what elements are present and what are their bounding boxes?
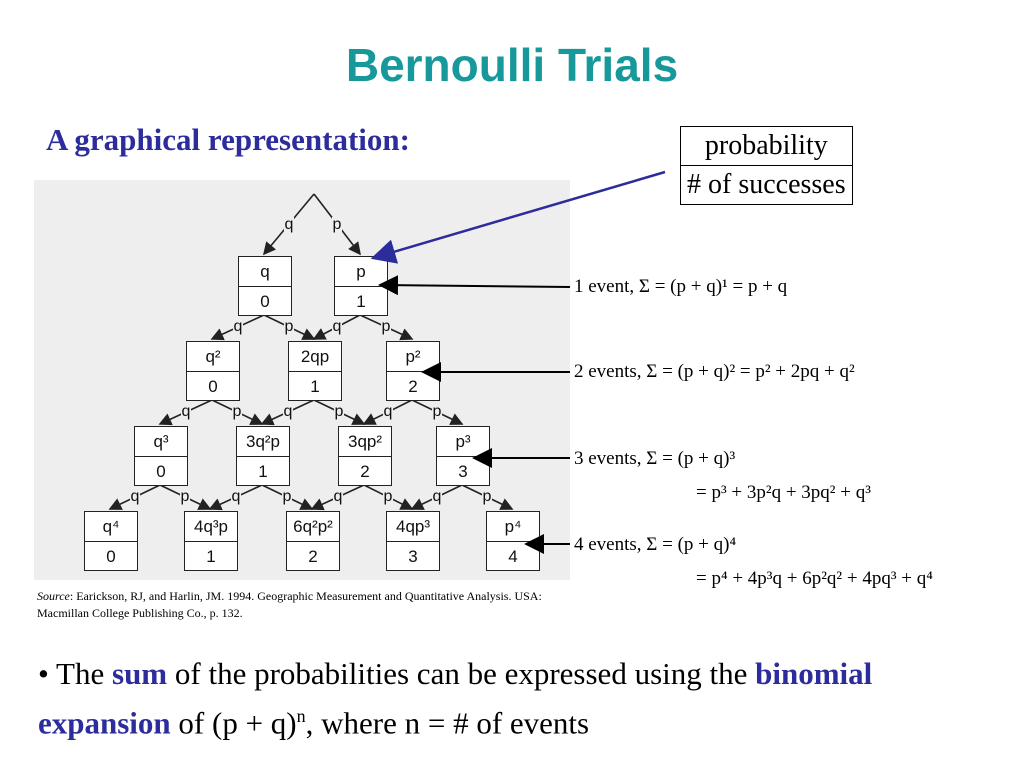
node-successes: 2 — [308, 547, 318, 566]
edge-label-p: p — [380, 318, 392, 335]
edge-label-p: p — [179, 488, 191, 505]
node-successes: 3 — [458, 462, 468, 481]
edge-label-q: q — [283, 216, 295, 233]
tree-node: q⁴ 0 — [84, 511, 138, 571]
bullet-text-1: The — [56, 656, 112, 691]
node-probability: 4q³p — [185, 512, 237, 542]
edge-label-p: p — [331, 216, 343, 233]
node-probability: p — [335, 257, 387, 287]
node-probability: 3q²p — [237, 427, 289, 457]
node-probability: 2qp — [289, 342, 341, 372]
formula-2-events: 2 events, Σ = (p + q)² = p² + 2pq + q² — [574, 361, 855, 383]
node-probability: 4qp³ — [387, 512, 439, 542]
slide-subtitle: A graphical representation: — [46, 122, 410, 157]
edge-label-q: q — [180, 403, 192, 420]
edge-label-p: p — [231, 403, 243, 420]
formula-3-expr: Σ = (p + q)³ — [646, 448, 736, 469]
node-successes: 0 — [106, 547, 116, 566]
tree-node: 4q³p 1 — [184, 511, 238, 571]
formula-4-expr: Σ = (p + q)⁴ — [646, 534, 737, 555]
bullet-text-3: of (p + q) — [170, 705, 297, 741]
edge-label-q: q — [331, 318, 343, 335]
node-successes: 0 — [208, 377, 218, 396]
node-successes: 3 — [408, 547, 418, 566]
formula-1-label: 1 event, — [574, 276, 639, 297]
tree-node: 3q²p 1 — [236, 426, 290, 486]
formula-3-events: 3 events, Σ = (p + q)³ — [574, 448, 735, 470]
edge-label-p: p — [281, 488, 293, 505]
node-probability: 3qp² — [339, 427, 391, 457]
edge-label-p: p — [333, 403, 345, 420]
formula-4-events: 4 events, Σ = (p + q)⁴ — [574, 534, 736, 556]
node-probability: q — [239, 257, 291, 287]
edge-label-p: p — [431, 403, 443, 420]
node-probability: q² — [187, 342, 239, 372]
bullet-exponent: n — [296, 706, 306, 726]
formula-2-expr: Σ = (p + q)² = p² + 2pq + q² — [646, 361, 855, 382]
node-successes: 1 — [310, 377, 320, 396]
formula-2-label: 2 events, — [574, 361, 647, 382]
formula-4-label: 4 events, — [574, 534, 647, 555]
source-text: : Earickson, RJ, and Harlin, JM. 1994. G… — [37, 589, 542, 620]
legend-box: probability # of successes — [680, 126, 853, 205]
node-successes: 1 — [258, 462, 268, 481]
node-probability: q³ — [135, 427, 187, 457]
tree-node: 3qp² 2 — [338, 426, 392, 486]
bullet-text-4: , where n = # of events — [305, 705, 590, 741]
tree-node: p³ 3 — [436, 426, 490, 486]
edge-label-p: p — [382, 488, 394, 505]
legend-probability: probability — [680, 126, 853, 166]
binomial-expansion-highlight: binomial expansion — [38, 656, 873, 741]
node-probability: p² — [387, 342, 439, 372]
edge-label-p: p — [481, 488, 493, 505]
tree-node: q² 0 — [186, 341, 240, 401]
node-successes: 2 — [360, 462, 370, 481]
source-citation: Source: Earickson, RJ, and Harlin, JM. 1… — [37, 588, 577, 622]
node-successes: 2 — [408, 377, 418, 396]
legend-successes: # of successes — [680, 165, 853, 205]
node-probability: p⁴ — [487, 512, 539, 542]
tree-node: p² 2 — [386, 341, 440, 401]
tree-node: 4qp³ 3 — [386, 511, 440, 571]
edge-label-q: q — [232, 318, 244, 335]
node-probability: p³ — [437, 427, 489, 457]
bullet-text-2: of the probabilities can be expressed us… — [167, 656, 756, 691]
bullet-sum-statement: • The sum of the probabilities can be ex… — [38, 652, 998, 744]
node-successes: 4 — [508, 547, 518, 566]
sum-highlight: sum — [112, 656, 168, 691]
formula-3-expansion: = p³ + 3p²q + 3pq² + q³ — [696, 482, 871, 503]
edge-label-p: p — [283, 318, 295, 335]
edge-label-q: q — [129, 488, 141, 505]
slide-title: Bernoulli Trials — [345, 39, 679, 91]
formula-1-event: 1 event, Σ = (p + q)¹ = p + q — [574, 276, 787, 298]
bullet-marker: • — [38, 656, 57, 691]
edge-label-q: q — [282, 403, 294, 420]
formula-3-label: 3 events, — [574, 448, 647, 469]
node-successes: 0 — [260, 292, 270, 311]
tree-node: 6q²p² 2 — [286, 511, 340, 571]
tree-node: p⁴ 4 — [486, 511, 540, 571]
tree-node: q³ 0 — [134, 426, 188, 486]
node-successes: 1 — [356, 292, 366, 311]
node-successes: 1 — [206, 547, 216, 566]
edge-label-q: q — [230, 488, 242, 505]
edge-label-q: q — [431, 488, 443, 505]
source-label: Source — [37, 589, 70, 603]
formula-4-expansion: = p⁴ + 4p³q + 6p²q² + 4pq³ + q⁴ — [696, 568, 933, 589]
edge-label-q: q — [332, 488, 344, 505]
node-probability: q⁴ — [85, 512, 137, 542]
node-probability: 6q²p² — [287, 512, 339, 542]
formula-1-expr: Σ = (p + q)¹ = p + q — [638, 276, 788, 297]
edge-label-q: q — [382, 403, 394, 420]
node-successes: 0 — [156, 462, 166, 481]
